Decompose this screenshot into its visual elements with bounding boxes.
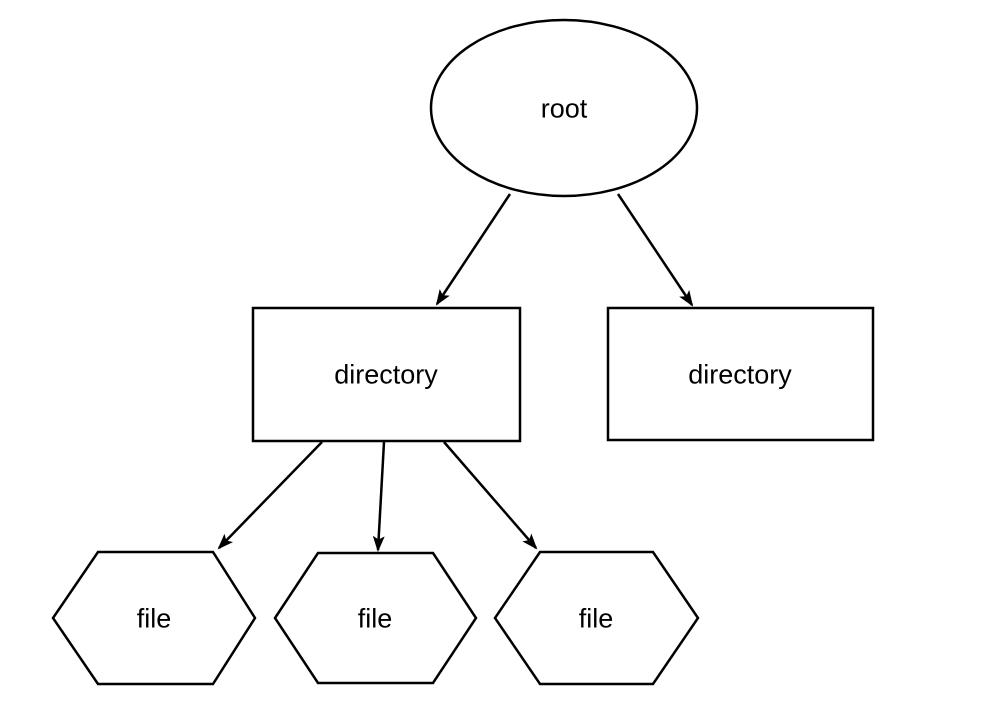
node-root: root [429, 18, 699, 198]
node-file-left: file [51, 550, 257, 686]
root-label: root [541, 93, 588, 123]
directory-left-label: directory [334, 359, 438, 389]
file-middle-hexagon-shape [273, 551, 478, 685]
edge-root-to-directory-right [616, 193, 694, 307]
root-ellipse-shape [429, 18, 699, 198]
file-right-hexagon-shape [493, 550, 700, 686]
directory-left-rect-shape [251, 306, 522, 443]
edge-directory-left-to-file-middle [372, 441, 386, 552]
node-file-right: file [493, 550, 700, 686]
node-file-middle: file [273, 551, 478, 685]
directory-right-rect-shape [606, 306, 875, 442]
directory-right-label: directory [688, 359, 792, 389]
node-directory-right: directory [606, 306, 875, 442]
edge-root-to-directory-left [435, 193, 512, 306]
edge-directory-left-to-file-right [443, 441, 538, 550]
node-directory-left: directory [251, 306, 522, 443]
edge-directory-left-to-file-left [217, 441, 323, 550]
file-middle-label: file [358, 603, 393, 633]
file-left-hexagon-shape [51, 550, 257, 686]
file-left-label: file [137, 603, 172, 633]
file-right-label: file [579, 603, 614, 633]
